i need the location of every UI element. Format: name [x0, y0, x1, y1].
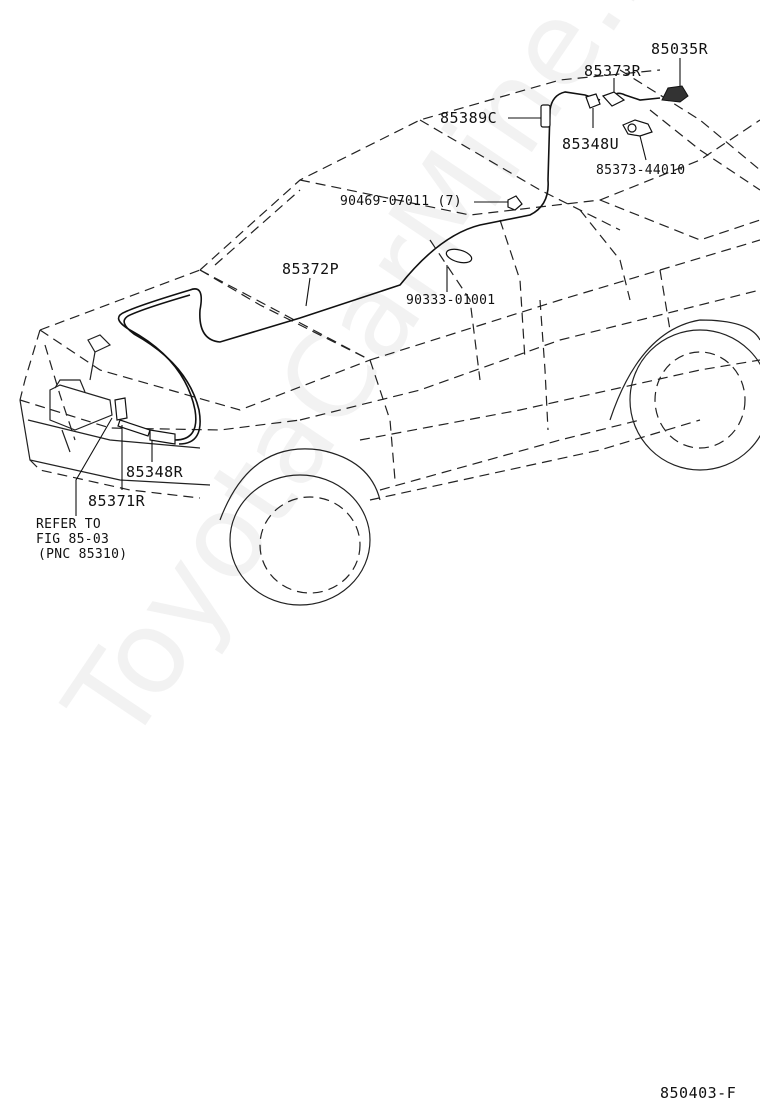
part-85389C-shape: [540, 104, 551, 128]
washer-tank-sketch: [49, 334, 113, 453]
label-part-85371R: 85371R: [88, 492, 146, 510]
label-part-85373R: 85373R: [584, 62, 642, 80]
label-part-85372P: 85372P: [282, 260, 340, 278]
label-part-90469-07011: 90469-07011 (7): [340, 194, 462, 209]
part-85348U-shape: [585, 93, 601, 109]
label-part-90333-01001: 90333-01001: [406, 293, 496, 308]
refer-note-line2: FIG 85-03: [36, 532, 110, 547]
label-part-85389C: 85389C: [440, 109, 498, 127]
part-85348R-shape: [149, 429, 176, 445]
part-85371R-shape: [114, 397, 151, 437]
label-part-85348U: 85348U: [562, 135, 620, 153]
part-85373R-shape: [601, 91, 626, 107]
part-85373-44010-shape: [622, 119, 653, 137]
vehicle-outline: [19, 69, 760, 606]
label-part-85035R: 85035R: [651, 40, 709, 58]
figure-id: 850403-F: [660, 1084, 737, 1102]
leader-lines: [75, 58, 681, 516]
part-90333-01001-shape: [445, 248, 473, 264]
refer-note-line3: (PNC 85310): [38, 547, 128, 562]
label-part-85348R: 85348R: [126, 463, 184, 481]
part-85035R-shape: [661, 85, 689, 103]
label-part-85373-44010: 85373-44010: [596, 163, 686, 178]
part-90469-07011-shape: [507, 195, 523, 211]
refer-note-line1: REFER TO: [36, 517, 102, 532]
